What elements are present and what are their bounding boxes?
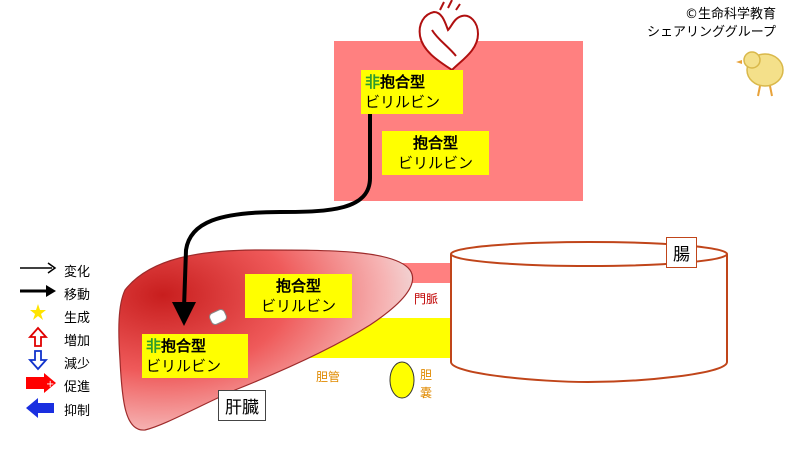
vessel-icon: [209, 308, 227, 326]
copyright-line1: ©生命科学教育: [684, 7, 776, 22]
legend-promote: 促進: [64, 380, 91, 395]
legend-change: 変化: [64, 265, 91, 280]
conjugated-bilirubin-top: 抱合型 ビリルビン: [382, 131, 489, 175]
conjugated-bilirubin-liver: 抱合型 ビリルビン: [245, 274, 352, 318]
legend-decrease: 減少: [64, 357, 91, 372]
unconjugated-bilirubin-top: 非抱合型 ビリルビン: [361, 70, 463, 114]
transport-arrowhead: [172, 302, 196, 326]
copyright-line2: シェアリンググループ: [647, 25, 776, 40]
legend-move: 移動: [64, 288, 91, 303]
portal-vein-label: 門脈: [414, 292, 439, 306]
legend-generate: 生成: [64, 311, 91, 326]
legend-inhibit: 抑制: [64, 404, 91, 419]
transport-arrow: [182, 110, 372, 309]
heart-icon: [418, 0, 480, 72]
liver-label: 肝臓: [218, 390, 266, 421]
chick-icon: [736, 51, 784, 97]
intestine-label: 腸: [666, 237, 697, 268]
svg-text:+: +: [46, 379, 54, 390]
legend-icons: +: [20, 262, 57, 418]
bile-duct-label: 胆管: [316, 370, 341, 384]
unconjugated-bilirubin-liver: 非抱合型 ビリルビン: [142, 334, 248, 378]
gallbladder-shape: [389, 361, 415, 399]
intestine-shape: [450, 241, 728, 384]
legend-increase: 増加: [64, 334, 91, 349]
gallbladder-label: 胆 嚢: [420, 368, 433, 400]
copyright: ©生命科学教育 シェアリンググループ: [647, 6, 776, 42]
